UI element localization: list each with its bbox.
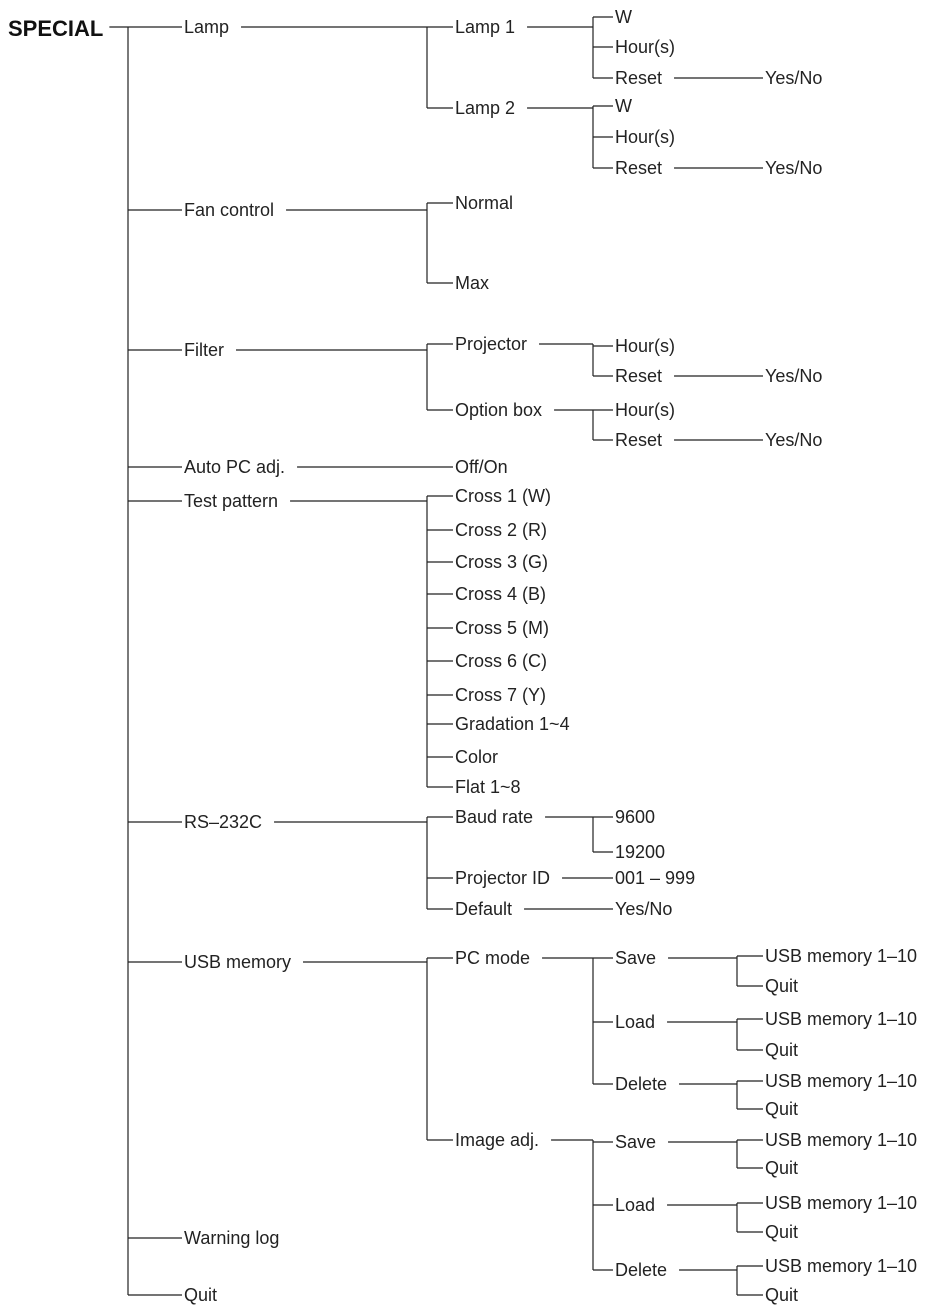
menu-node-warning-log: Warning log: [184, 1228, 279, 1248]
menu-node-yes-no: Yes/No: [765, 68, 822, 88]
menu-node-reset: Reset: [615, 158, 662, 178]
menu-node-option-box: Option box: [455, 400, 542, 420]
menu-node-lamp: Lamp: [184, 17, 229, 37]
menu-node-default: Default: [455, 899, 512, 919]
menu-node-cross-6-c: Cross 6 (C): [455, 651, 547, 671]
menu-node-cross-4-b: Cross 4 (B): [455, 584, 546, 604]
menu-node-usb-memory-1-10: USB memory 1–10: [765, 1193, 917, 1213]
menu-node-save: Save: [615, 1132, 656, 1152]
menu-node-cross-5-m: Cross 5 (M): [455, 618, 549, 638]
menu-node-lamp-1: Lamp 1: [455, 17, 515, 37]
menu-node-cross-3-g: Cross 3 (G): [455, 552, 548, 572]
menu-node-lamp-2: Lamp 2: [455, 98, 515, 118]
menu-node-quit: Quit: [765, 1158, 798, 1178]
menu-node-projector-id: Projector ID: [455, 868, 550, 888]
menu-node-load: Load: [615, 1012, 655, 1032]
menu-node-test-pattern: Test pattern: [184, 491, 278, 511]
menu-node-reset: Reset: [615, 68, 662, 88]
menu-node-quit: Quit: [765, 1222, 798, 1242]
menu-node-image-adj: Image adj.: [455, 1130, 539, 1150]
menu-node-usb-memory-1-10: USB memory 1–10: [765, 1130, 917, 1150]
menu-node-normal: Normal: [455, 193, 513, 213]
menu-node-cross-1-w: Cross 1 (W): [455, 486, 551, 506]
menu-node-color: Color: [455, 747, 498, 767]
menu-node-usb-memory: USB memory: [184, 952, 291, 972]
menu-node-quit: Quit: [765, 1040, 798, 1060]
tree-connector-lines: [109, 16, 763, 1296]
menu-node-quit: Quit: [184, 1285, 217, 1305]
menu-node-yes-no: Yes/No: [765, 158, 822, 178]
menu-node-9600: 9600: [615, 807, 655, 827]
menu-node-rs-232c: RS–232C: [184, 812, 262, 832]
menu-node-reset: Reset: [615, 430, 662, 450]
menu-node-gradation-1-4: Gradation 1~4: [455, 714, 570, 734]
menu-node-usb-memory-1-10: USB memory 1–10: [765, 946, 917, 966]
menu-node-usb-memory-1-10: USB memory 1–10: [765, 1009, 917, 1029]
menu-node-pc-mode: PC mode: [455, 948, 530, 968]
menu-node-yes-no: Yes/No: [765, 366, 822, 386]
menu-node-off-on: Off/On: [455, 457, 508, 477]
menu-node-001-999: 001 – 999: [615, 868, 695, 888]
menu-node-auto-pc-adj: Auto PC adj.: [184, 457, 285, 477]
menu-node-quit: Quit: [765, 1285, 798, 1305]
menu-node-quit: Quit: [765, 976, 798, 996]
menu-node-yes-no: Yes/No: [615, 899, 672, 919]
tree-root-label: SPECIAL: [8, 16, 103, 41]
menu-node-yes-no: Yes/No: [765, 430, 822, 450]
menu-node-hour-s: Hour(s): [615, 127, 675, 147]
menu-node-cross-7-y: Cross 7 (Y): [455, 685, 546, 705]
menu-node-max: Max: [455, 273, 489, 293]
menu-node-projector: Projector: [455, 334, 527, 354]
menu-node-usb-memory-1-10: USB memory 1–10: [765, 1256, 917, 1276]
menu-node-w: W: [615, 7, 632, 27]
menu-node-usb-memory-1-10: USB memory 1–10: [765, 1071, 917, 1091]
menu-node-fan-control: Fan control: [184, 200, 274, 220]
menu-node-baud-rate: Baud rate: [455, 807, 533, 827]
menu-node-save: Save: [615, 948, 656, 968]
menu-node-hour-s: Hour(s): [615, 400, 675, 420]
menu-node-w: W: [615, 96, 632, 116]
menu-node-quit: Quit: [765, 1099, 798, 1119]
menu-node-19200: 19200: [615, 842, 665, 862]
menu-node-hour-s: Hour(s): [615, 336, 675, 356]
menu-node-flat-1-8: Flat 1~8: [455, 777, 521, 797]
menu-node-delete: Delete: [615, 1074, 667, 1094]
menu-node-reset: Reset: [615, 366, 662, 386]
menu-node-cross-2-r: Cross 2 (R): [455, 520, 547, 540]
menu-node-hour-s: Hour(s): [615, 37, 675, 57]
menu-node-filter: Filter: [184, 340, 224, 360]
menu-node-load: Load: [615, 1195, 655, 1215]
menu-node-delete: Delete: [615, 1260, 667, 1280]
